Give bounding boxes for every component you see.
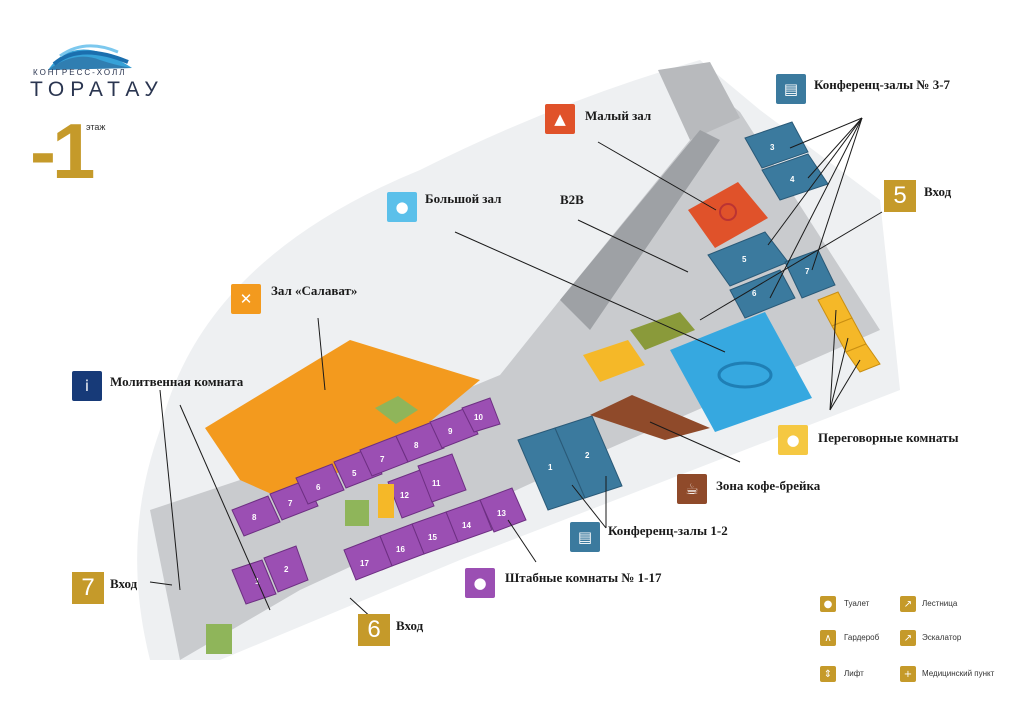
label-staff-rooms: Штабные комнаты № 1-17 bbox=[505, 570, 662, 585]
svg-text:14: 14 bbox=[462, 521, 471, 530]
audience-icon: ● bbox=[387, 192, 417, 222]
meeting-rooms bbox=[817, 291, 881, 373]
wardrobe-icon: ∧ bbox=[820, 630, 836, 646]
svg-text:9: 9 bbox=[448, 427, 453, 436]
label-salavat-hall: Зал «Салават» bbox=[271, 283, 358, 298]
medical-icon: + bbox=[900, 666, 916, 682]
label-entrance-5: Вход bbox=[924, 184, 952, 199]
logo-name: ТОРАТАУ bbox=[30, 78, 164, 101]
svg-text:2: 2 bbox=[284, 565, 289, 574]
escalator-icon: ↗ bbox=[900, 630, 916, 646]
logo-mountain-icon bbox=[48, 44, 132, 70]
floor-word: этаж bbox=[86, 122, 106, 132]
svg-text:10: 10 bbox=[474, 413, 483, 422]
prayer-person-icon: i bbox=[72, 371, 102, 401]
svg-text:15: 15 bbox=[428, 533, 437, 542]
entrance-7-badge: 7 bbox=[72, 572, 104, 604]
meeting-icon: ● bbox=[778, 425, 808, 455]
lift-icon: ⇕ bbox=[820, 666, 836, 682]
label-big-hall: Большой зал bbox=[425, 191, 502, 206]
legend-wardrobe: Гардероб bbox=[844, 633, 880, 642]
conference-rooms-3-7 bbox=[707, 121, 836, 319]
svg-text:12: 12 bbox=[400, 491, 409, 500]
small-hall bbox=[688, 182, 768, 248]
svg-text:1: 1 bbox=[548, 463, 553, 472]
salavat-hall bbox=[205, 340, 480, 500]
staff-rooms bbox=[231, 397, 527, 605]
stairs-icon: ↗ bbox=[900, 596, 916, 612]
svg-text:8: 8 bbox=[414, 441, 419, 450]
toilet-icon: ● bbox=[820, 596, 836, 612]
coffee-cup-icon: ☕ bbox=[677, 474, 707, 504]
legend-lift: Лифт bbox=[844, 669, 864, 678]
svg-text:3: 3 bbox=[770, 143, 775, 152]
presenter-icon: ▲ bbox=[545, 104, 575, 134]
legend-toilet: Туалет bbox=[844, 599, 870, 608]
floor-number: -1 bbox=[30, 107, 95, 195]
entrance-5-badge: 5 bbox=[884, 180, 916, 212]
label-b2b: B2B bbox=[560, 192, 584, 207]
svg-text:11: 11 bbox=[432, 479, 441, 488]
svg-text:7: 7 bbox=[805, 267, 810, 276]
conference-table-icon: ▤ bbox=[570, 522, 600, 552]
label-prayer-room: Молитвенная комната bbox=[110, 374, 244, 389]
svg-text:6: 6 bbox=[316, 483, 321, 492]
svg-text:8: 8 bbox=[252, 513, 257, 522]
team-icon: ● bbox=[465, 568, 495, 598]
logo-subtitle: КОНГРЕСС-ХОЛЛ bbox=[33, 68, 127, 77]
svg-text:7: 7 bbox=[380, 455, 385, 464]
svg-text:13: 13 bbox=[497, 509, 506, 518]
coffee-zone bbox=[590, 395, 710, 440]
label-meeting-rooms: Переговорные комнаты bbox=[818, 430, 959, 445]
svg-text:5: 5 bbox=[742, 255, 747, 264]
svg-text:7: 7 bbox=[288, 499, 293, 508]
svg-text:2: 2 bbox=[585, 451, 590, 460]
conference-table-icon: ▤ bbox=[776, 74, 806, 104]
big-hall bbox=[670, 312, 812, 432]
label-coffee-zone: Зона кофе-брейка bbox=[716, 478, 821, 493]
svg-text:5: 5 bbox=[352, 469, 357, 478]
label-entrance-7: Вход bbox=[110, 576, 138, 591]
svg-text:4: 4 bbox=[790, 175, 795, 184]
svg-text:16: 16 bbox=[396, 545, 405, 554]
b2b-zone bbox=[630, 312, 695, 350]
conference-rooms-1-2 bbox=[517, 415, 623, 511]
fork-knife-icon: ✕ bbox=[231, 284, 261, 314]
legend-stairs: Лестница bbox=[922, 599, 958, 608]
label-conference-3-7: Конференц-залы № 3-7 bbox=[814, 77, 951, 92]
label-small-hall: Малый зал bbox=[585, 108, 652, 123]
legend-escalator: Эскалатор bbox=[922, 633, 962, 642]
svg-text:17: 17 bbox=[360, 559, 369, 568]
legend-medical: Медицинский пункт bbox=[922, 669, 995, 678]
label-conference-1-2: Конференц-залы 1-2 bbox=[608, 523, 728, 538]
label-entrance-6: Вход bbox=[396, 618, 424, 633]
entrance-6-badge: 6 bbox=[358, 614, 390, 646]
svg-text:6: 6 bbox=[752, 289, 757, 298]
